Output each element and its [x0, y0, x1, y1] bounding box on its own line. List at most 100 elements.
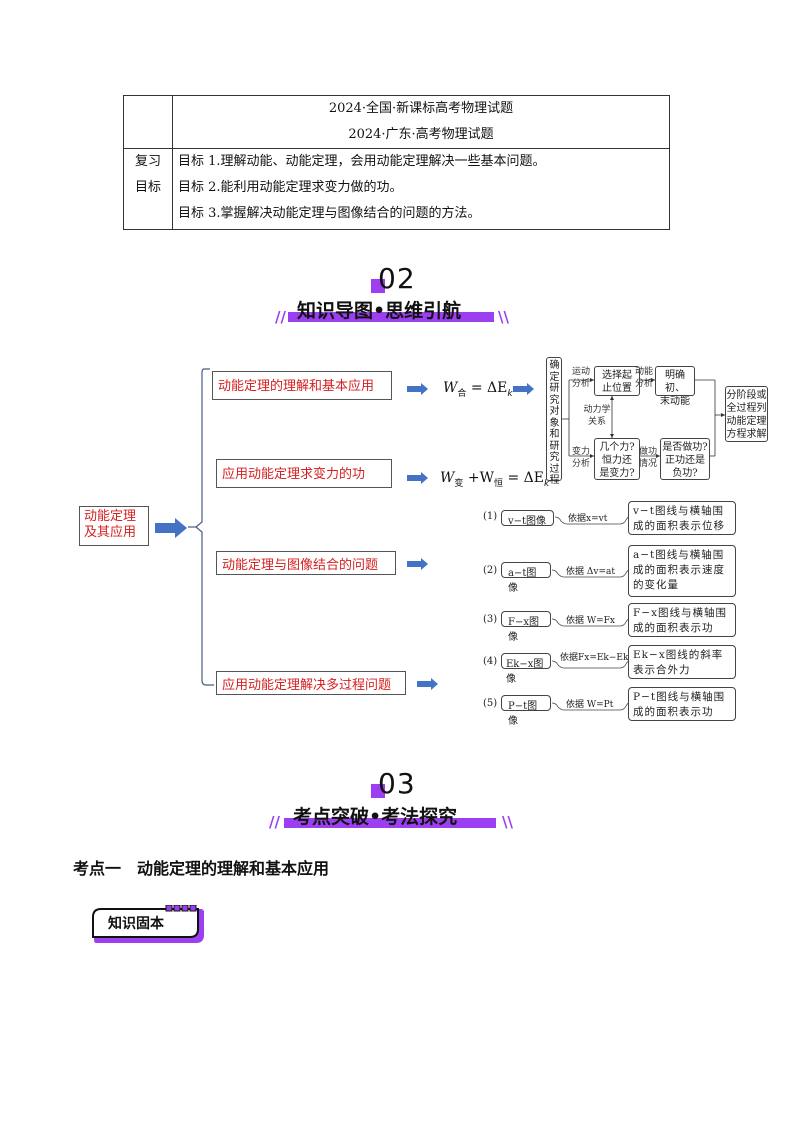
f1-sub: 合 — [457, 388, 467, 399]
forces-3: 是变力? — [599, 468, 635, 479]
flow-box-select: 选择起 止位置 — [594, 366, 640, 396]
section2-slashes-left: // — [275, 308, 286, 326]
f2-sub2: 恒 — [493, 478, 503, 489]
select-2: 止位置 — [602, 383, 632, 394]
label-dynamics: 动力学 关系 — [580, 404, 614, 428]
label-work-2: 情况 — [638, 459, 657, 469]
exam-point-heading: 考点一 动能定理的理解和基本应用 — [73, 859, 330, 878]
mindmap-connectors — [188, 368, 725, 711]
f2-k: k — [543, 478, 550, 489]
label-motion-1: 运动 — [571, 367, 590, 377]
root-line-1: 动能定理 — [84, 509, 137, 524]
graph3-basis: 依据 W=Fx — [566, 616, 615, 626]
exam-source-1: 2024·全国·新课标高考物理试题 — [328, 101, 514, 116]
graph5-num: (5) — [483, 698, 498, 709]
branch-4: 应用动能定理解决多过程问题 — [216, 671, 406, 695]
branch-1: 动能定理的理解和基本应用 — [212, 371, 392, 400]
graph2-basis: 依据 Δv=at — [566, 567, 615, 577]
graph3-desc: F−x图线与横轴围成的面积表示功 — [628, 603, 736, 637]
section3-title: 考点突破•考法探究 — [293, 806, 458, 828]
f2-plus: +W — [467, 470, 494, 486]
section2-slashes-right: \\ — [498, 308, 509, 326]
exam-source-2: 2024·广东·高考物理试题 — [348, 127, 494, 142]
graph1-desc: v−t图线与横轴围成的面积表示位移 — [628, 501, 736, 535]
formula-work-variable: W变 +W恒 = ΔEk — [440, 470, 549, 489]
label-dyn-2: 关系 — [587, 417, 606, 427]
graph1-type: v−t图像 — [501, 510, 554, 527]
section3-title-bar — [284, 818, 496, 828]
graph4-basis: 依据Fx=Ek−Ek0 — [560, 653, 635, 663]
graph3-num: (3) — [483, 614, 498, 625]
section2-number: 02 — [378, 262, 416, 295]
section2-title-bar — [288, 312, 494, 322]
ke-2: 末动能 — [660, 396, 690, 407]
formula-work-net: W合 = ΔEk — [443, 380, 513, 399]
label-dyn-1: 动力学 — [583, 405, 611, 415]
review-label-1: 复习 — [134, 154, 161, 169]
result-3: 动能定理 — [726, 416, 767, 427]
goal-1: 目标 1.理解动能、动能定理，会用动能定理解决一些基本问题。 — [178, 154, 546, 169]
graph4-type: Ek−x图像 — [501, 653, 551, 685]
badge-frame — [92, 905, 204, 943]
branch3-arrow-icon — [407, 558, 428, 570]
graph5-basis: 依据 W=Pt — [566, 700, 614, 710]
forces-2: 恒力还 — [602, 455, 632, 466]
flow-box-result: 分阶段或 全过程列 动能定理 方程求解 — [725, 386, 768, 442]
branch2-arrow-icon — [407, 472, 428, 484]
goal-3: 目标 3.掌握解决动能定理与图像结合的问题的方法。 — [178, 206, 481, 221]
table-row1-label — [123, 95, 173, 149]
label-ke-2: 分析 — [634, 379, 653, 389]
graph5-desc: P−t图线与横轴围成的面积表示功 — [628, 687, 736, 721]
review-label-2: 目标 — [134, 180, 161, 195]
work-2: 正功还是 — [665, 455, 705, 466]
result-1: 分阶段或 — [726, 390, 767, 401]
branch4-arrow-icon — [417, 678, 438, 690]
label-work-1: 做功 — [638, 447, 657, 457]
graph2-num: (2) — [483, 565, 498, 576]
flow-box-determine: 确定研究对象和研究过程 — [546, 357, 562, 486]
section2-title: 知识导图•思维引航 — [297, 300, 462, 322]
graph5-type: P−t图像 — [501, 695, 551, 727]
label-work: 做功 情况 — [634, 446, 662, 470]
flow-box-forces: 几个力? 恒力还 是变力? — [594, 438, 640, 480]
label-ke: 动能 分析 — [630, 366, 658, 390]
section3-number: 03 — [378, 767, 416, 800]
label-motion: 运动 分析 — [568, 366, 594, 390]
work-1: 是否做功? — [662, 442, 708, 453]
label-force: 变力 分析 — [568, 446, 594, 470]
branch-2: 应用动能定理求变力的功 — [216, 459, 392, 488]
exam-info-table: 2024·全国·新课标高考物理试题 2024·广东·高考物理试题 复习 目标 目… — [123, 95, 670, 230]
ke-1: 明确初、 — [665, 370, 685, 394]
work-3: 负功? — [672, 468, 698, 479]
f2-sub1: 变 — [454, 478, 464, 489]
graph1-num: (1) — [483, 511, 498, 522]
label-force-2: 分析 — [571, 459, 590, 469]
graph2-type: a−t图像 — [501, 562, 551, 594]
flow-vertical-text: 确定研究对象和研究过程 — [549, 360, 560, 486]
f1-w: W — [443, 380, 458, 396]
root-arrow-icon — [155, 518, 187, 538]
mindmap-root: 动能定理 及其应用 — [79, 506, 149, 546]
goal-2: 目标 2.能利用动能定理求变力做的功。 — [178, 180, 403, 195]
flow-box-ke: 明确初、 末动能 — [655, 366, 695, 407]
result-4: 方程求解 — [726, 429, 767, 440]
formula1-arrow-icon — [513, 383, 534, 395]
branch-3: 动能定理与图像结合的问题 — [216, 551, 396, 575]
section3-slashes-right: \\ — [502, 813, 513, 831]
f2-w1: W — [440, 470, 455, 486]
section3-slashes-left: // — [269, 813, 280, 831]
graph3-type: F−x图像 — [501, 611, 551, 643]
label-motion-2: 分析 — [571, 379, 590, 389]
result-2: 全过程列 — [726, 403, 767, 414]
root-line-2: 及其应用 — [84, 525, 137, 540]
badge-label: 知识固本 — [108, 916, 164, 932]
f1-eq: = ΔE — [470, 380, 508, 396]
graph4-num: (4) — [483, 656, 498, 667]
label-ke-1: 动能 — [634, 367, 653, 377]
graph1-basis: 依据x=vt — [568, 514, 608, 524]
forces-1: 几个力? — [599, 442, 635, 453]
graph2-desc: a−t图线与横轴围成的面积表示速度的变化量 — [628, 545, 736, 597]
label-force-1: 变力 — [571, 447, 590, 457]
graph4-desc: Ek−x图线的斜率表示合外力 — [628, 645, 736, 679]
f2-eq: = ΔE — [507, 470, 544, 486]
